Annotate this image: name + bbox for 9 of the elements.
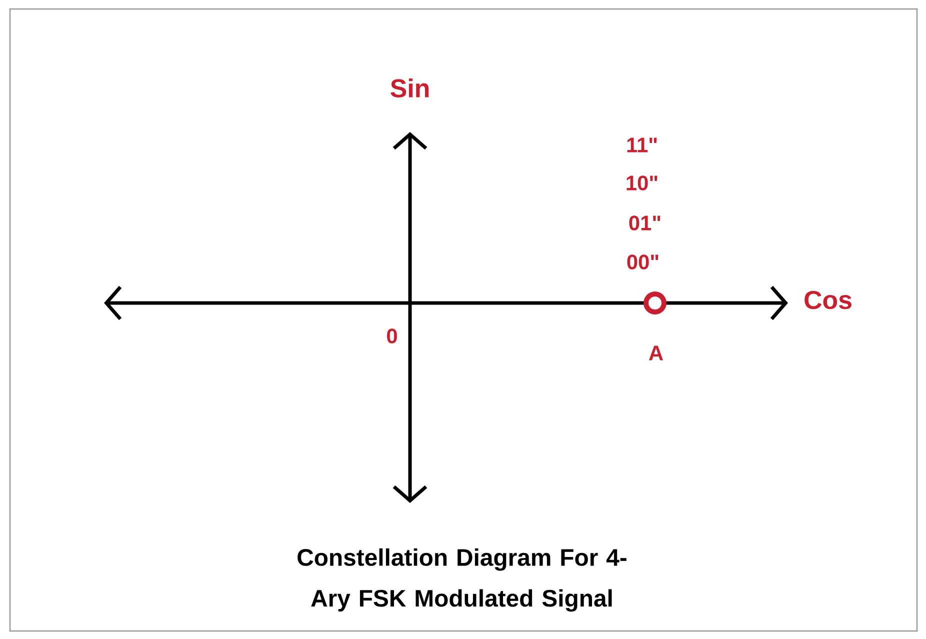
axis-label: Sin (390, 78, 429, 98)
axis-label: A (648, 346, 663, 360)
caption: Constellation Diagram For 4-Ary FSK Modulated Signal (298, 548, 626, 612)
axis-label: 01" (629, 216, 660, 230)
axis-label: 10" (626, 176, 658, 190)
axis-label: Cos (804, 290, 852, 310)
axis-label: 00" (627, 254, 658, 270)
axis-label: 0 (387, 328, 397, 344)
axis-label: 11" (627, 138, 657, 152)
